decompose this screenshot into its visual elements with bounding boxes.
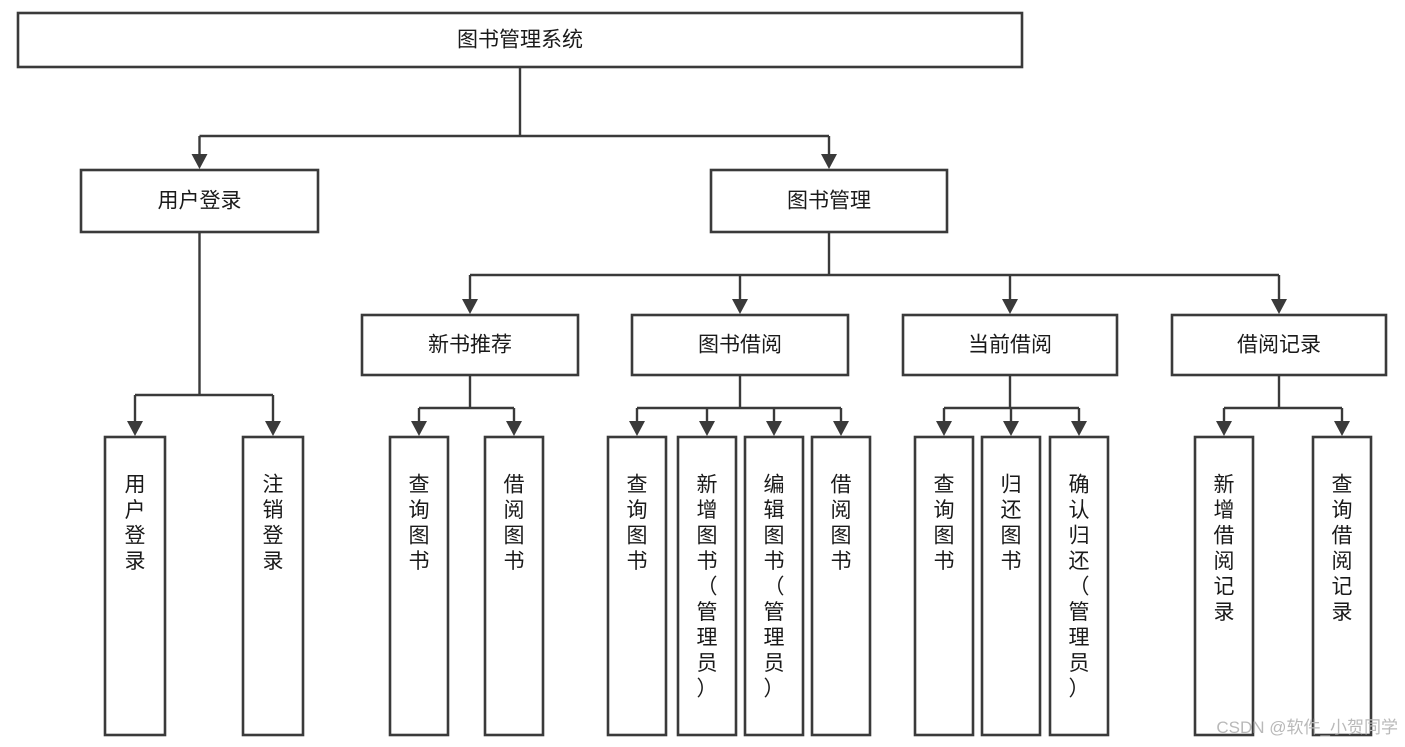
node-leaf-query-book-borrow[interactable]: 查询图书 (606, 435, 668, 737)
node-borrow-record[interactable]: 借阅记录 (1170, 313, 1388, 377)
arrow-icon-user-login-0 (127, 421, 143, 436)
node-label-new-book-recommend: 新书推荐 (428, 334, 512, 357)
arrow-icon-current-borrow-1 (1003, 421, 1019, 436)
node-leaf-query-borrow-record[interactable]: 查询借阅记录 (1311, 435, 1373, 737)
node-leaf-borrow-book[interactable]: 借阅图书 (810, 435, 872, 737)
node-label-leaf-logout: 注销登录 (263, 473, 284, 573)
node-label-book-management: 图书管理 (787, 190, 871, 213)
arrow-icon-root-0 (191, 154, 208, 169)
node-leaf-query-book-current[interactable]: 查询图书 (913, 435, 975, 737)
node-leaf-borrow-book-recommend[interactable]: 借阅图书 (483, 435, 545, 737)
node-box-leaf-edit-book-admin[interactable] (743, 435, 805, 737)
arrow-icon-book-management-1 (732, 299, 748, 314)
node-leaf-add-book-admin[interactable]: 新增图书（管理员） (676, 435, 738, 737)
arrow-icon-current-borrow-0 (936, 421, 952, 436)
node-root[interactable]: 图书管理系统 (16, 11, 1024, 69)
node-label-leaf-borrow-book-recommend: 借阅图书 (504, 473, 525, 573)
arrow-icon-book-borrow-2 (766, 421, 782, 436)
node-label-leaf-query-book-recommend: 查询图书 (409, 473, 430, 573)
node-label-leaf-borrow-book: 借阅图书 (831, 473, 852, 573)
node-box-user-login[interactable] (79, 168, 320, 234)
node-box-leaf-query-book-borrow[interactable] (606, 435, 668, 737)
arrow-icon-book-management-0 (462, 299, 478, 314)
node-label-leaf-query-book-current: 查询图书 (934, 473, 955, 573)
node-box-leaf-return-book[interactable] (980, 435, 1042, 737)
node-new-book-recommend[interactable]: 新书推荐 (360, 313, 580, 377)
arrow-icon-new-book-recommend-1 (506, 421, 522, 436)
node-label-borrow-record: 借阅记录 (1237, 334, 1321, 357)
node-box-current-borrow[interactable] (901, 313, 1119, 377)
node-leaf-query-book-recommend[interactable]: 查询图书 (388, 435, 450, 737)
arrow-icon-borrow-record-0 (1216, 421, 1232, 436)
node-current-borrow[interactable]: 当前借阅 (901, 313, 1119, 377)
arrow-icon-book-borrow-1 (699, 421, 715, 436)
node-box-leaf-confirm-return-admin[interactable] (1048, 435, 1110, 737)
node-box-book-borrow[interactable] (630, 313, 850, 377)
node-label-book-borrow: 图书借阅 (698, 334, 782, 357)
node-label-leaf-edit-book-admin: 编辑图书（管理员） (764, 473, 785, 700)
node-box-leaf-add-book-admin[interactable] (676, 435, 738, 737)
arrow-icon-book-management-3 (1271, 299, 1287, 314)
node-label-leaf-user-login: 用户登录 (125, 473, 146, 573)
node-user-login[interactable]: 用户登录 (79, 168, 320, 234)
node-leaf-return-book[interactable]: 归还图书 (980, 435, 1042, 737)
arrow-icon-book-borrow-3 (833, 421, 849, 436)
node-box-leaf-user-login[interactable] (103, 435, 167, 737)
node-box-leaf-add-borrow-record[interactable] (1193, 435, 1255, 737)
node-label-root: 图书管理系统 (457, 29, 583, 52)
node-label-leaf-query-book-borrow: 查询图书 (627, 473, 648, 573)
node-label-leaf-query-borrow-record: 查询借阅记录 (1332, 473, 1353, 624)
node-leaf-user-login[interactable]: 用户登录 (103, 435, 167, 737)
arrow-icon-book-borrow-0 (629, 421, 645, 436)
node-box-leaf-query-book-current[interactable] (913, 435, 975, 737)
arrow-icon-current-borrow-2 (1071, 421, 1087, 436)
node-leaf-edit-book-admin[interactable]: 编辑图书（管理员） (743, 435, 805, 737)
connector-layer (127, 67, 1350, 436)
arrow-icon-new-book-recommend-0 (411, 421, 427, 436)
node-label-leaf-confirm-return-admin: 确认归还（管理员） (1069, 473, 1090, 700)
node-label-leaf-add-book-admin: 新增图书（管理员） (697, 473, 718, 700)
node-box-borrow-record[interactable] (1170, 313, 1388, 377)
node-leaf-add-borrow-record[interactable]: 新增借阅记录 (1193, 435, 1255, 737)
node-box-leaf-borrow-book[interactable] (810, 435, 872, 737)
node-box-leaf-query-borrow-record[interactable] (1311, 435, 1373, 737)
node-box-leaf-query-book-recommend[interactable] (388, 435, 450, 737)
node-leaf-confirm-return-admin[interactable]: 确认归还（管理员） (1048, 435, 1110, 737)
node-leaf-logout[interactable]: 注销登录 (241, 435, 305, 737)
node-label-leaf-return-book: 归还图书 (1001, 473, 1022, 573)
node-label-leaf-add-borrow-record: 新增借阅记录 (1214, 473, 1235, 624)
csdn-watermark: CSDN @软件_小贺同学 (1216, 718, 1398, 737)
node-book-borrow[interactable]: 图书借阅 (630, 313, 850, 377)
node-box-root[interactable] (16, 11, 1024, 69)
node-box-leaf-logout[interactable] (241, 435, 305, 737)
arrow-icon-book-management-2 (1002, 299, 1018, 314)
node-box-leaf-borrow-book-recommend[interactable] (483, 435, 545, 737)
node-layer: 图书管理系统用户登录图书管理新书推荐图书借阅当前借阅借阅记录用户登录注销登录查询… (16, 11, 1388, 737)
arrow-icon-borrow-record-1 (1334, 421, 1350, 436)
node-label-current-borrow: 当前借阅 (968, 334, 1052, 357)
node-label-user-login: 用户登录 (158, 190, 242, 213)
node-book-management[interactable]: 图书管理 (709, 168, 949, 234)
node-box-book-management[interactable] (709, 168, 949, 234)
node-box-new-book-recommend[interactable] (360, 313, 580, 377)
arrow-icon-root-1 (821, 154, 837, 169)
arrow-icon-user-login-1 (265, 421, 281, 436)
